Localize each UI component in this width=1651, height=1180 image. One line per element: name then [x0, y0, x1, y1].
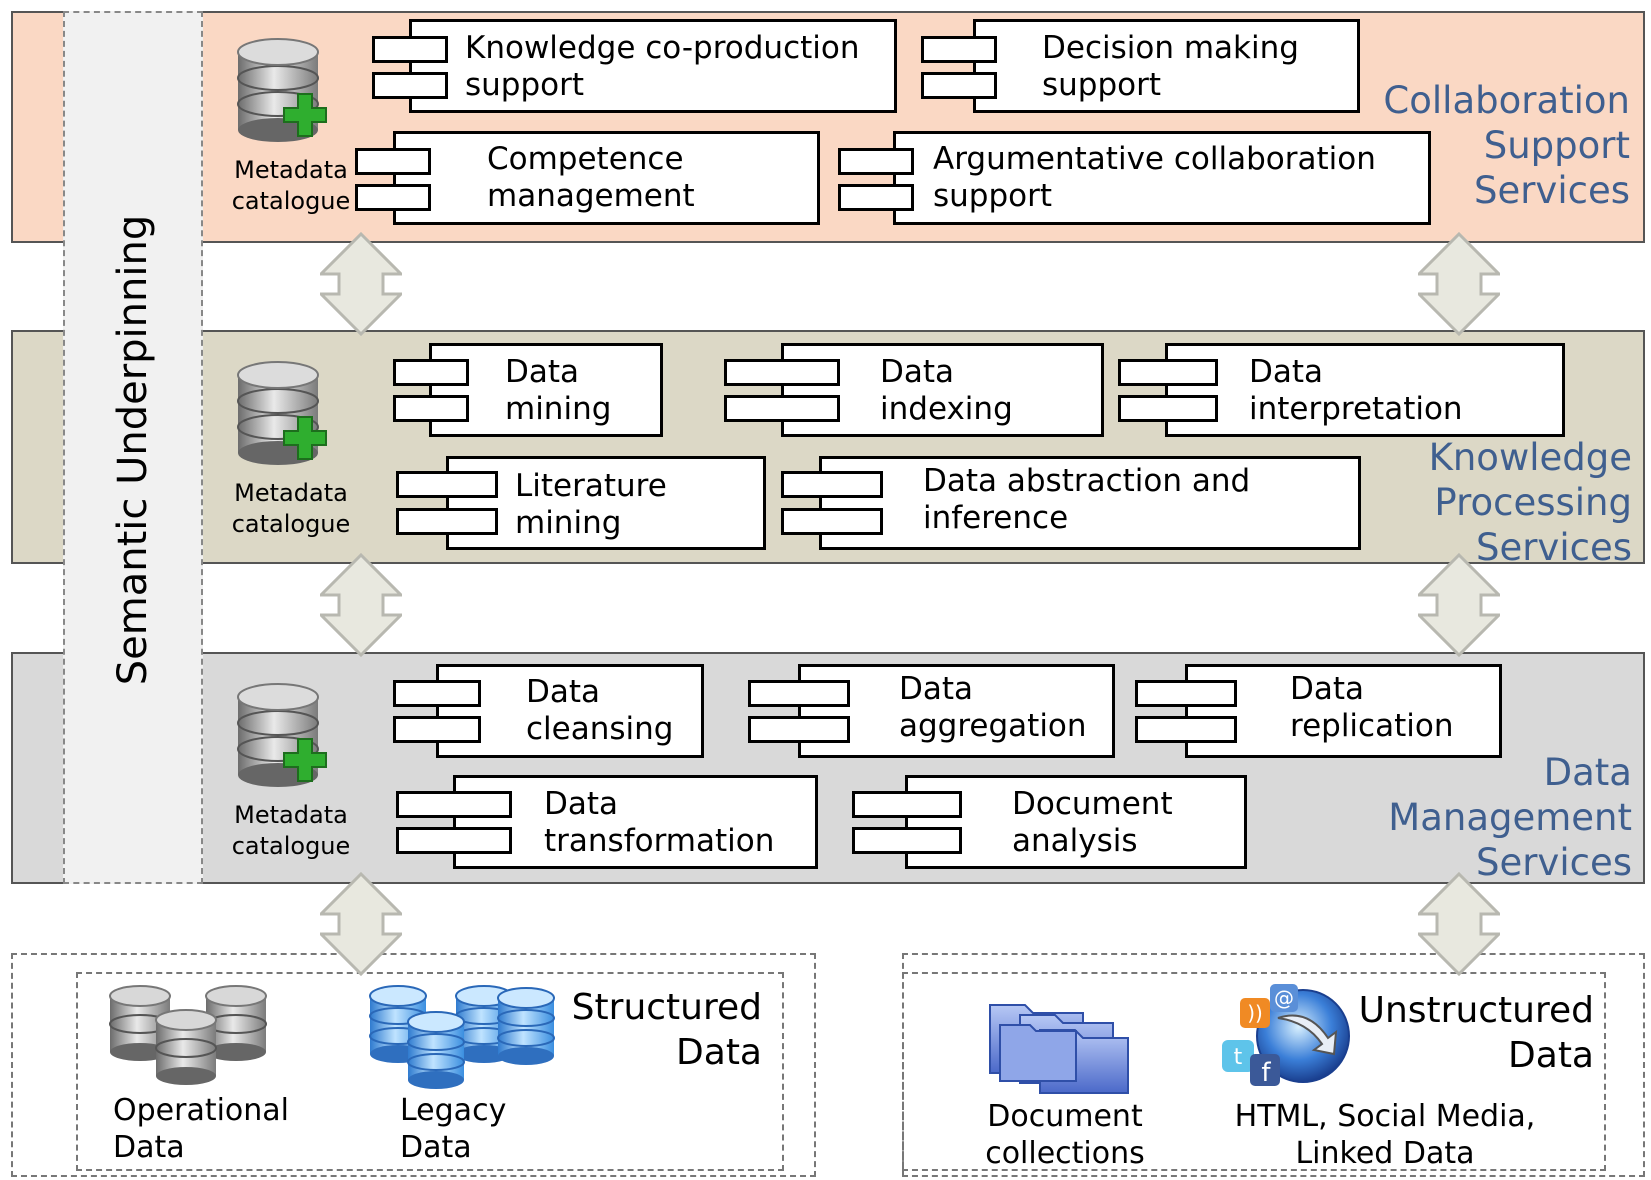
double-arrow-icon — [320, 553, 402, 657]
metadata-catalogue-label: Metadata catalogue — [231, 479, 351, 538]
double-arrow-icon — [320, 232, 402, 336]
collaboration-layer-title: Collaboration Support Services — [1383, 79, 1630, 212]
component-label: Argumentative collaboration support — [933, 141, 1376, 214]
component-port-icon — [921, 36, 997, 63]
component-port-icon — [1118, 395, 1218, 422]
component-port-icon — [396, 508, 498, 535]
double-arrow-icon — [1418, 553, 1500, 657]
double-arrow-icon — [320, 872, 402, 976]
legacy-database-icon — [369, 985, 555, 1090]
web-social-icon: )) @ t f — [1222, 984, 1350, 1088]
metadata-catalogue-icon — [237, 38, 327, 143]
component-port-icon — [838, 148, 914, 175]
component-knowledge-coproduction — [409, 19, 897, 113]
double-arrow-icon — [1418, 872, 1500, 976]
component-data-replication — [1185, 664, 1502, 758]
structured-outer-box — [11, 953, 816, 1177]
component-port-icon — [921, 72, 997, 99]
component-literature-mining — [446, 456, 766, 550]
component-label: Data cleansing — [526, 674, 674, 747]
component-label: Data abstraction and inference — [923, 463, 1251, 536]
component-port-icon — [1135, 716, 1237, 743]
component-label: Literature mining — [515, 468, 667, 541]
component-data-aggregation — [798, 664, 1115, 758]
component-label: Document analysis — [1012, 786, 1173, 859]
operational-data-label: Operational Data — [113, 1093, 290, 1165]
data-layer-title: Data Management Services — [1388, 751, 1632, 884]
operational-database-icon — [109, 985, 267, 1086]
semantic-underpinning-label: Semantic Underpinning — [110, 214, 156, 686]
component-label: Competence management — [487, 141, 695, 214]
unstructured-inner-box — [902, 972, 1606, 1171]
legacy-data-label: Legacy Data — [400, 1093, 507, 1165]
component-competence-management — [393, 131, 820, 225]
double-arrow-icon — [1418, 232, 1500, 336]
web-sources-label: HTML, Social Media, Linked Data — [1234, 1099, 1536, 1171]
component-decision-making — [973, 19, 1360, 113]
component-port-icon — [748, 680, 850, 707]
svg-text:)): )) — [1247, 1001, 1263, 1025]
component-label: Data aggregation — [899, 671, 1087, 744]
svg-text:@: @ — [1274, 986, 1294, 1010]
component-port-icon — [781, 471, 883, 498]
metadata-catalogue-icon — [237, 683, 327, 788]
component-data-interpretation — [1165, 343, 1565, 437]
component-port-icon — [393, 395, 469, 422]
component-port-icon — [396, 791, 512, 818]
knowledge-layer-title: Knowledge Processing Services — [1428, 436, 1632, 569]
component-label: Knowledge co-production support — [465, 30, 860, 103]
component-port-icon — [393, 716, 481, 743]
component-argumentative-collaboration — [893, 131, 1431, 225]
component-port-icon — [372, 72, 448, 99]
component-label: Data transformation — [544, 786, 775, 859]
component-label: Data indexing — [880, 354, 1013, 427]
structured-data-title: Structured Data — [571, 987, 762, 1073]
component-port-icon — [396, 827, 512, 854]
unstructured-data-title: Unstructured Data — [1358, 990, 1594, 1076]
component-data-transformation — [453, 775, 818, 869]
component-port-icon — [396, 471, 498, 498]
component-port-icon — [838, 184, 914, 211]
component-port-icon — [852, 791, 962, 818]
component-port-icon — [393, 359, 469, 386]
metadata-catalogue-label: Metadata catalogue — [231, 156, 351, 215]
component-port-icon — [372, 36, 448, 63]
component-port-icon — [748, 716, 850, 743]
component-port-icon — [781, 508, 883, 535]
component-document-analysis — [905, 775, 1247, 869]
component-label: Decision making support — [1042, 30, 1299, 103]
metadata-catalogue-icon — [237, 361, 327, 466]
folders-icon — [989, 1004, 1129, 1094]
component-data-indexing — [781, 343, 1104, 437]
metadata-catalogue-label: Metadata catalogue — [231, 801, 351, 860]
component-label: Data mining — [505, 354, 612, 427]
component-port-icon — [724, 395, 840, 422]
component-port-icon — [355, 148, 431, 175]
component-label: Data interpretation — [1249, 354, 1463, 427]
component-port-icon — [724, 359, 840, 386]
svg-text:f: f — [1261, 1058, 1271, 1088]
component-port-icon — [355, 184, 431, 211]
svg-text:t: t — [1234, 1045, 1243, 1070]
component-port-icon — [1118, 359, 1218, 386]
component-port-icon — [1135, 680, 1237, 707]
structured-inner-box — [76, 972, 784, 1171]
component-data-abstraction — [819, 456, 1361, 550]
semantic-underpinning-bar — [63, 11, 203, 884]
document-collections-label: Document collections — [985, 1099, 1145, 1171]
component-label: Data replication — [1290, 671, 1454, 744]
component-port-icon — [852, 827, 962, 854]
component-port-icon — [393, 680, 481, 707]
